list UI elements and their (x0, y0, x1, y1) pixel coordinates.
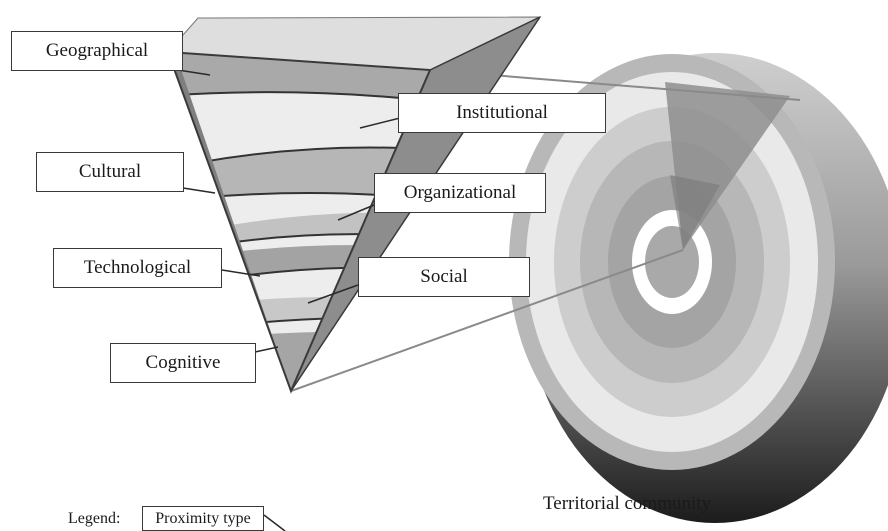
label-organizational: Organizational (374, 173, 546, 213)
leader-legend (263, 514, 286, 531)
leader-cultural (182, 187, 216, 194)
label-geographical-text: Geographical (45, 40, 149, 61)
label-technological: Technological (53, 248, 222, 288)
leader-technological (221, 269, 261, 277)
projection-line-bottom (290, 249, 684, 392)
legend-sample-text: Proximity type (155, 509, 251, 527)
legend-prefix: Legend: (68, 510, 121, 527)
label-cognitive-text: Cognitive (145, 352, 221, 373)
leader-institutional (359, 117, 401, 129)
wedge-edge (429, 16, 541, 71)
label-social: Social (358, 257, 530, 297)
leader-social (307, 284, 359, 304)
legend-sample-box: Proximity type (142, 506, 264, 531)
label-cultural-text: Cultural (78, 161, 142, 182)
band-cultural (168, 147, 430, 202)
territorial-community-caption: Territorial community (543, 493, 712, 514)
leader-lines (177, 69, 401, 531)
label-cognitive: Cognitive (110, 343, 256, 383)
label-geographical: Geographical (11, 31, 183, 71)
label-organizational-text: Organizational (403, 182, 517, 203)
territorial-disc (509, 53, 888, 523)
disc-sector-inner (670, 175, 720, 250)
label-cultural: Cultural (36, 152, 184, 192)
label-technological-text: Technological (83, 257, 192, 278)
label-social-text: Social (420, 266, 468, 287)
leader-geographical (177, 69, 211, 76)
label-institutional: Institutional (398, 93, 606, 133)
leader-organizational (337, 204, 375, 221)
wedge-outline (166, 50, 432, 394)
label-institutional-text: Institutional (456, 102, 548, 123)
leader-cognitive (254, 346, 279, 353)
